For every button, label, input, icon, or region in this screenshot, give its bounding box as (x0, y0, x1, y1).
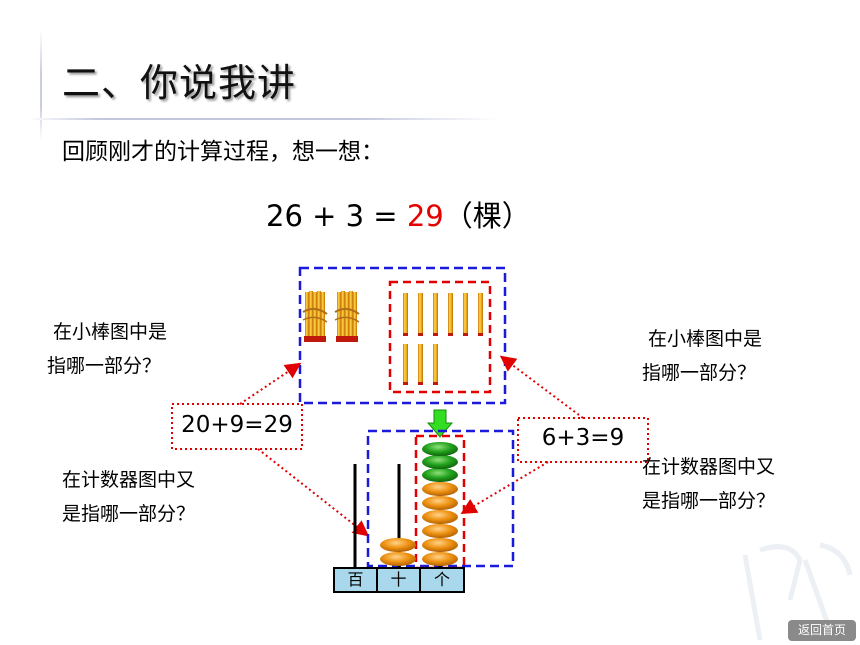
formula-left: 20+9=29 (181, 412, 293, 438)
equation: 26 + 3 = 29（棵） (266, 193, 531, 235)
stick-bundle-icon (334, 291, 360, 342)
ones-rod-red-box (414, 434, 466, 570)
abacus-label-hundreds: 百 (347, 570, 364, 589)
arrow-to-abacus-right (460, 461, 549, 515)
abacus-base (333, 567, 465, 593)
abacus-label-ones: 个 (433, 570, 450, 589)
question-abacus-right: 在计数器图中又 是指哪一部分？ (642, 456, 776, 512)
arrow-to-abacus-left (257, 448, 370, 537)
stick-bundle-icon (302, 291, 328, 342)
arrow-to-sticks-right (499, 355, 584, 419)
tens-beads (380, 538, 416, 566)
loose-sticks-red-box (388, 280, 492, 394)
decor-horizontal-line (28, 118, 498, 120)
page-title: 二、你说我讲 (62, 61, 297, 105)
loose-sticks-row1 (403, 293, 483, 336)
equation-answer: 29 (406, 199, 444, 233)
decor-vertical-line (40, 30, 42, 140)
loose-sticks-row2 (403, 344, 438, 385)
equation-unit: （棵） (443, 199, 531, 233)
question-sticks-right: 在小棒图中是 指哪一部分？ (642, 328, 763, 384)
question-abacus-left: 在计数器图中又 是指哪一部分？ (62, 469, 196, 525)
home-button[interactable]: 返回首页 (788, 620, 856, 641)
formula-right: 6+3=9 (541, 425, 625, 451)
arrow-to-sticks-left (239, 362, 302, 405)
ones-beads (422, 442, 458, 566)
sticks-blue-box (298, 266, 507, 405)
watermark-decor (742, 542, 853, 641)
abacus-label-tens: 十 (390, 570, 407, 589)
equation-left: 26 + 3 = (266, 199, 407, 233)
question-sticks-left: 在小棒图中是 指哪一部分？ (47, 321, 168, 377)
down-arrow-icon (426, 409, 454, 438)
formula-left-box (171, 403, 303, 450)
instruction-text: 回顾刚才的计算过程，想一想： (62, 139, 384, 165)
